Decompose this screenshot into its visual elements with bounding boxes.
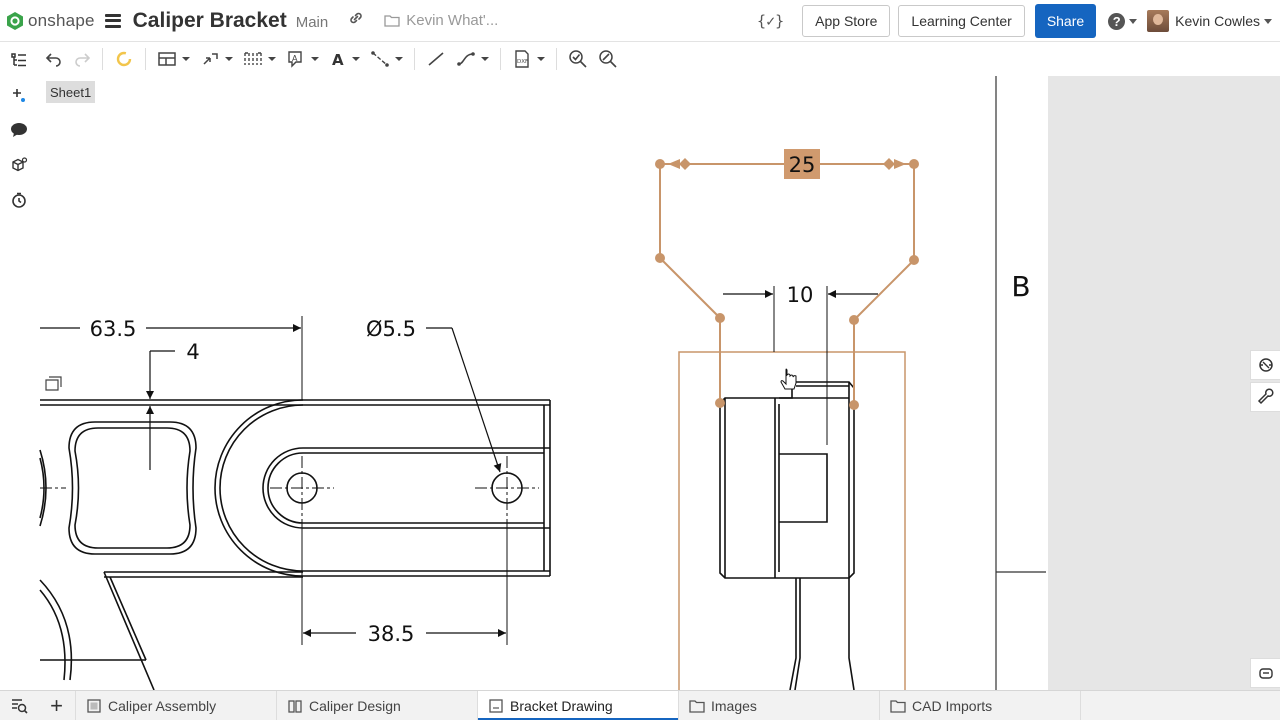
bracket-end-view[interactable] — [719, 381, 855, 690]
dimension-25-handles[interactable] — [655, 158, 919, 410]
text-tool[interactable]: A — [324, 44, 365, 74]
user-menu[interactable]: Kevin Cowles — [1147, 10, 1272, 32]
view-boundary-selected[interactable] — [678, 351, 906, 690]
drawing-toolbar: A A DXF — [40, 42, 1280, 76]
user-name: Kevin Cowles — [1175, 13, 1260, 29]
top-bar: onshape Caliper Bracket Main Kevin What'… — [0, 0, 1280, 42]
dimension-63-5-label: 63.5 — [90, 317, 137, 341]
sheet-margin-panel — [1048, 76, 1280, 690]
export-dxf-tool[interactable]: DXF — [507, 44, 550, 74]
tab-bar: + Caliper Assembly Caliper Design Bracke… — [0, 690, 1280, 720]
inspect-tool[interactable] — [593, 44, 623, 74]
chevron-down-icon — [1129, 18, 1138, 24]
help-icon: ? — [1108, 12, 1126, 30]
brand-name: onshape — [28, 10, 95, 30]
toolbar-divider — [414, 48, 415, 70]
dimension-10[interactable]: 10 — [723, 283, 878, 445]
folder-icon — [890, 699, 906, 713]
undo-button[interactable] — [40, 44, 68, 74]
drawing-icon — [489, 698, 503, 713]
tab-cad-imports[interactable]: CAD Imports — [880, 691, 1081, 720]
line-tool[interactable] — [421, 44, 451, 74]
insert-icon[interactable] — [0, 77, 38, 112]
add-tab-button[interactable]: + — [38, 691, 76, 720]
tape-measure-icon[interactable] — [1250, 658, 1280, 688]
link-icon[interactable] — [348, 10, 364, 31]
folder-icon — [689, 699, 705, 713]
version-history-icon[interactable] — [0, 182, 38, 217]
hand-cursor-icon — [780, 368, 797, 390]
update-button[interactable] — [109, 44, 139, 74]
tab-label: Images — [711, 697, 757, 714]
svg-text:DXF: DXF — [517, 59, 528, 65]
dimension-10-label: 10 — [787, 283, 814, 307]
avatar — [1147, 10, 1170, 32]
properties-icon[interactable] — [1250, 350, 1280, 380]
left-panel-rail — [0, 42, 38, 690]
check-tool[interactable] — [563, 44, 593, 74]
centerline-tool[interactable] — [365, 44, 408, 74]
note-tool[interactable]: A — [281, 44, 324, 74]
svg-text:A: A — [332, 51, 344, 68]
parts-icon[interactable] — [0, 147, 38, 182]
part-studio-icon — [288, 699, 302, 713]
folder-icon — [384, 15, 400, 27]
dimension-63-5[interactable]: 63.5 — [40, 316, 303, 400]
assembly-icon — [87, 698, 101, 713]
dimension-38-5[interactable]: 38.5 — [301, 520, 508, 646]
drawing-sheet: B — [39, 76, 1046, 690]
comments-icon[interactable] — [0, 112, 38, 147]
dimension-25-label[interactable]: 25 — [789, 153, 816, 177]
tab-label: Caliper Design — [309, 697, 401, 714]
zone-letter: B — [1011, 270, 1030, 303]
redo-button[interactable] — [68, 44, 96, 74]
workspace-name[interactable]: Main — [295, 13, 329, 31]
toolbar-divider — [556, 48, 557, 70]
spline-tool[interactable] — [451, 44, 494, 74]
toolbar-divider — [102, 48, 103, 70]
svg-text:A: A — [292, 54, 298, 63]
search-tabs-icon[interactable] — [0, 691, 38, 720]
feature-list-icon[interactable] — [0, 42, 38, 77]
insert-view-tool[interactable] — [152, 44, 195, 74]
projected-view-tool[interactable] — [195, 44, 238, 74]
sheet-tab[interactable]: Sheet1 — [46, 81, 96, 103]
tab-caliper-assembly[interactable]: Caliper Assembly — [76, 691, 277, 720]
app-store-button[interactable]: App Store — [802, 5, 891, 37]
dimension-38-5-label: 38.5 — [368, 622, 415, 646]
tab-label: Bracket Drawing — [510, 697, 613, 714]
share-button[interactable]: Share — [1034, 4, 1097, 38]
dimension-hole-diameter-label: Ø5.5 — [366, 317, 416, 341]
dimension-4[interactable]: 4 — [146, 340, 200, 470]
dimension-4-label: 4 — [186, 340, 199, 364]
onshape-logo-icon — [7, 11, 23, 30]
tab-label: CAD Imports — [912, 697, 993, 714]
dimension-25-label-bg — [784, 149, 820, 179]
view-properties-icon[interactable] — [40, 370, 68, 396]
toolbar-divider — [500, 48, 501, 70]
variables-icon[interactable]: {✓} — [757, 12, 785, 30]
tab-caliper-design[interactable]: Caliper Design — [277, 691, 478, 720]
toolbar-divider — [145, 48, 146, 70]
document-title[interactable]: Caliper Bracket — [132, 8, 287, 32]
learning-center-button[interactable]: Learning Center — [898, 5, 1025, 37]
dimension-hole-diameter[interactable]: Ø5.5 — [366, 317, 502, 473]
folder-breadcrumb[interactable]: Kevin What'... — [384, 12, 498, 29]
wrench-icon[interactable] — [1250, 382, 1280, 412]
tab-images[interactable]: Images — [679, 691, 880, 720]
chevron-down-icon — [1264, 18, 1272, 24]
tab-label: Caliper Assembly — [108, 697, 217, 714]
bracket-side-view[interactable] — [39, 399, 551, 690]
section-view-tool[interactable] — [238, 44, 281, 74]
folder-name: Kevin What'... — [406, 12, 499, 29]
sheet-border — [995, 76, 1046, 690]
onshape-logo[interactable]: onshape — [6, 11, 95, 31]
help-menu[interactable]: ? — [1108, 12, 1138, 30]
tab-bracket-drawing[interactable]: Bracket Drawing — [478, 691, 679, 720]
main-menu-icon[interactable] — [104, 13, 121, 28]
center-lines — [40, 456, 539, 520]
